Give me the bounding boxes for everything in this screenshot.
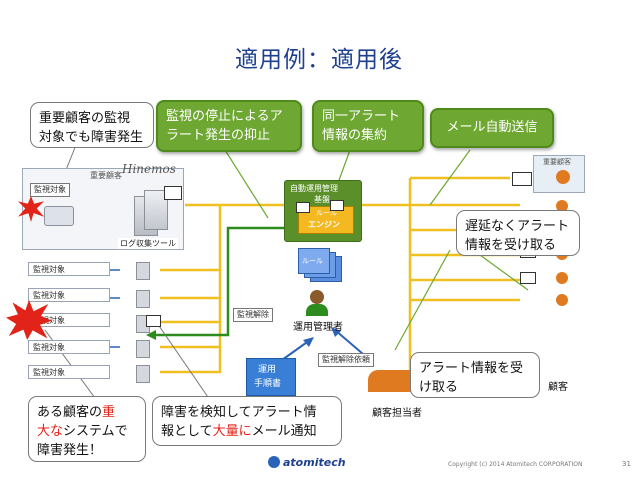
rule-label: ルール	[316, 209, 337, 217]
monitor-target-row: 監視対象	[28, 340, 110, 354]
rule-card	[298, 248, 330, 274]
mail-icon	[330, 200, 344, 211]
server-icon	[136, 365, 150, 383]
monitor-target-row: 監視対象	[28, 288, 110, 302]
callout-no-delay: 遅延なくアラート 情報を受け取る	[456, 210, 580, 256]
callout-stop-monitoring: 監視の停止によるア ラート発生の抑止	[156, 100, 302, 152]
atomitech-logo-icon	[268, 456, 280, 468]
log-tool-label: ログ収集ツール	[118, 238, 178, 249]
mail-icon	[520, 272, 536, 284]
person-icon	[556, 272, 568, 284]
hinemos-logo: Hinemos	[122, 162, 176, 176]
mail-icon	[164, 186, 182, 200]
ops-manual	[246, 358, 296, 396]
person-icon	[556, 294, 568, 306]
server-icon	[136, 262, 150, 280]
server-icon	[136, 340, 150, 358]
mail-icon	[146, 315, 161, 327]
monitor-target-top: 監視対象	[30, 183, 70, 197]
cancel-request-tag: 監視解除依頼	[318, 353, 374, 367]
person-icon	[556, 200, 568, 212]
cancel-monitor-tag: 監視解除	[233, 308, 273, 322]
page-number: 31	[622, 460, 631, 468]
copyright-text: Copyright (c) 2014 Atomitech CORPORATION	[448, 461, 583, 468]
rule-card-label: ルール	[302, 257, 323, 265]
ops-manager-icon	[310, 290, 324, 304]
pc-icon	[44, 206, 74, 226]
monitor-target-row: 監視対象	[28, 262, 110, 276]
person-icon	[556, 170, 570, 184]
ops-manager-label: 運用管理者	[293, 322, 343, 333]
customer-label: 顧客	[548, 382, 568, 393]
auto-ops-title: 自動運用管理	[290, 184, 338, 193]
callout-receive-alert: アラート情報を受 け取る	[410, 352, 540, 398]
important-customer-right-label: 重要顧客	[543, 158, 571, 166]
server-icon	[136, 290, 150, 308]
customer-staff-label: 顧客担当者	[372, 408, 422, 419]
callout-aggregate: 同一アラート 情報の集約	[312, 100, 424, 152]
callout-important-customer: 重要顧客の監視 対象でも障害発生	[30, 102, 154, 148]
auto-ops-sub: 基盤	[314, 195, 330, 204]
ops-manual-label-1: 運用	[258, 365, 277, 375]
cancel-monitor-line	[150, 226, 288, 337]
ops-manager-body	[306, 304, 328, 316]
callout-failure-detect: 障害を検知してアラート情 報として大量にメール通知	[152, 396, 342, 446]
ops-manual-label-2: 手順書	[254, 379, 282, 389]
atomitech-logo: atomitech	[283, 456, 346, 469]
page-title: 適用例：適用後	[235, 47, 403, 73]
important-customer-label: 重要顧客	[90, 171, 122, 180]
mail-icon	[296, 202, 310, 213]
callout-auto-mail: メール自動送信	[430, 108, 554, 148]
engine-label: エンジン	[308, 220, 340, 229]
monitor-target-row: 監視対象	[28, 365, 110, 379]
mail-icon	[512, 172, 532, 186]
callout-serious-failure: ある顧客の重 大なシステムで 障害発生！	[28, 396, 146, 462]
